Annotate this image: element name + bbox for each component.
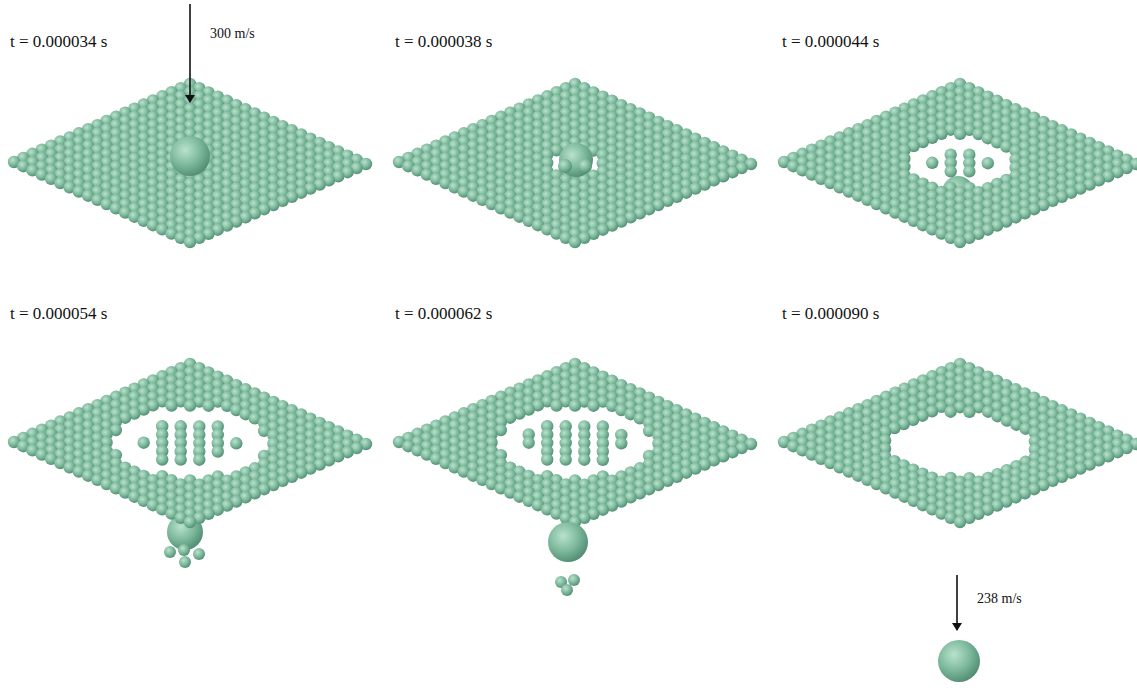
atom-sphere [963,406,975,418]
atom-sphere [178,544,190,556]
atom-sphere [202,400,214,412]
atom-sphere [578,159,592,173]
atom-sphere [578,454,590,466]
atom-sphere [587,400,599,412]
atom-sphere [558,159,572,173]
atom-sphere [982,157,994,169]
atom-sphere [193,548,205,560]
atom-sphere [230,437,242,449]
atom-sphere [541,453,553,465]
atom-sphere [963,165,975,177]
atom-sphere [179,556,191,568]
atom-sphere [175,453,187,465]
atom-sphere [184,516,196,528]
atom-sphere [184,236,196,248]
atom-sphere [548,522,588,562]
atom-sphere [944,406,956,418]
atom-sphere [170,136,210,176]
atom-sphere [945,165,957,177]
atom-sphere [561,584,573,596]
atom-sphere [954,236,966,248]
atom-sphere [569,399,581,411]
atom-sphere [568,574,580,586]
atom-sphere [165,399,177,411]
atom-sphere [523,437,535,449]
atom-sphere [212,445,224,457]
atom-sphere [193,454,205,466]
atom-sphere [954,128,966,140]
atom-sphere [615,437,627,449]
atom-sphere [569,236,581,248]
atom-sphere [926,157,938,169]
atom-sphere [164,546,176,558]
atom-sphere [597,454,609,466]
atom-sphere [560,453,572,465]
atom-sphere [138,437,150,449]
atom-sphere [550,399,562,411]
atom-sphere [184,399,196,411]
atom-sphere [559,143,593,177]
atom-sphere [156,453,168,465]
